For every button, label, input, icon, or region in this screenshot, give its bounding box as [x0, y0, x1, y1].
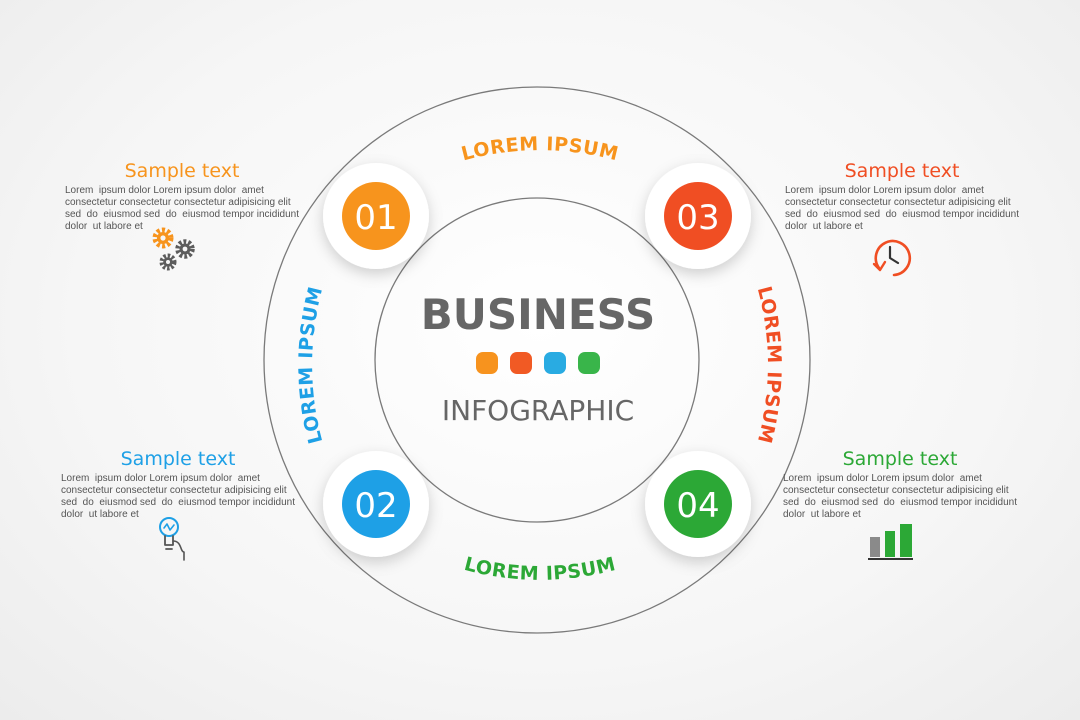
step-badge-02[interactable]: 02	[323, 451, 429, 557]
step-number-01: 01	[354, 198, 397, 238]
step-number-02: 02	[354, 486, 397, 526]
step-02-title: Sample text	[120, 448, 236, 470]
step-badge-03[interactable]: 03	[645, 163, 751, 269]
step-01-body: Lorem ipsum dolor Lorem ipsum dolor amet…	[64, 185, 300, 232]
gears-icon	[152, 227, 195, 271]
center-title: BUSINESS	[421, 290, 655, 339]
lightbulb-icon	[159, 517, 185, 561]
step-01-info: Sample text Lorem ipsum dolor Lorem ipsu…	[62, 160, 302, 234]
center-dot-orange	[476, 352, 498, 374]
center-dot-red	[510, 352, 532, 374]
outer-ring	[263, 86, 811, 634]
step-01-title: Sample text	[124, 160, 240, 182]
inner-ring	[374, 197, 700, 523]
center-subtitle: INFOGRAPHIC	[442, 394, 634, 427]
bar-chart-icon	[868, 524, 913, 560]
arc-label-bottom: LOREM IPSUM	[462, 553, 618, 585]
clock-icon	[872, 239, 912, 277]
step-03-body: Lorem ipsum dolor Lorem ipsum dolor amet…	[784, 185, 1020, 232]
arc-label-right: LOREM IPSUM	[753, 284, 785, 446]
step-badge-03-fill	[664, 182, 732, 250]
arc-label-left: LOREM IPSUM	[295, 284, 327, 446]
step-number-03: 03	[676, 198, 719, 238]
step-03-info: Sample text Lorem ipsum dolor Lorem ipsu…	[782, 160, 1022, 234]
step-badge-04-fill	[664, 470, 732, 538]
arc-label-top: LOREM IPSUM	[459, 133, 621, 165]
step-badge-04[interactable]: 04	[645, 451, 751, 557]
center-dot-blue	[544, 352, 566, 374]
step-04-info: Sample text Lorem ipsum dolor Lorem ipsu…	[780, 448, 1020, 522]
step-03-title: Sample text	[844, 160, 960, 182]
center-dot-green	[578, 352, 600, 374]
step-04-body: Lorem ipsum dolor Lorem ipsum dolor amet…	[782, 473, 1018, 520]
step-badge-01-fill	[342, 182, 410, 250]
step-badge-01[interactable]: 01	[323, 163, 429, 269]
step-number-04: 04	[676, 486, 719, 526]
step-02-info: Sample text Lorem ipsum dolor Lorem ipsu…	[58, 448, 298, 522]
step-badge-02-fill	[342, 470, 410, 538]
center-color-dots	[476, 352, 600, 374]
step-04-title: Sample text	[842, 448, 958, 470]
step-02-body: Lorem ipsum dolor Lorem ipsum dolor amet…	[60, 473, 296, 520]
